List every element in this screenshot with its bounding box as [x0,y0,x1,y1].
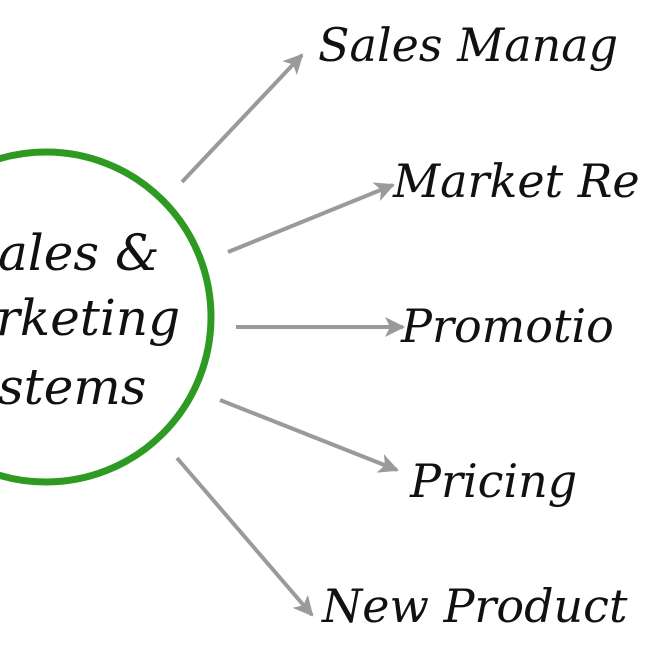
branch-label-market-research: Market Re [393,154,640,208]
branch-label-pricing: Pricing [410,454,578,508]
center-line-2: rketing [0,289,181,347]
branch-label-sales-management: Sales Manag [318,18,619,72]
arrow-pricing [219,398,399,473]
arrow-new-product [175,456,314,617]
arrow-sales-management [180,53,304,184]
center-circle [0,148,215,486]
branch-label-promotion: Promotio [401,299,614,353]
center-line-1: ales & [0,224,160,282]
arrow-market-research [227,182,395,254]
branch-label-new-product: New Product [322,579,628,633]
center-line-3: stems [0,358,147,416]
